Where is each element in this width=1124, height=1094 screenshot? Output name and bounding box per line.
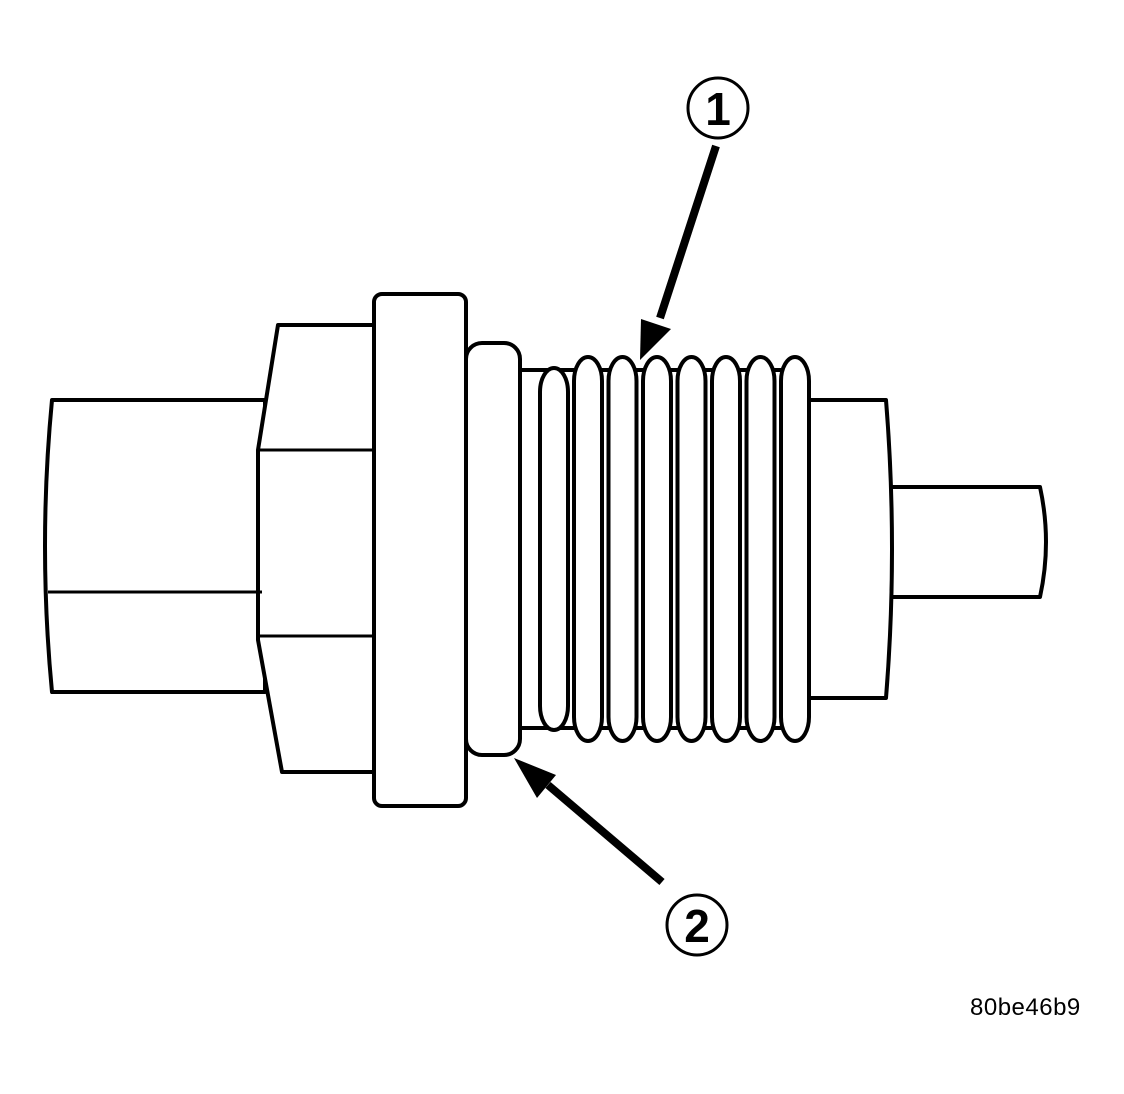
- thread-ridge: [675, 355, 708, 743]
- thread-ridge: [538, 366, 570, 732]
- thread-ridge: [641, 355, 673, 743]
- connector-body: [43, 398, 267, 694]
- callout-1-circle: [686, 76, 750, 140]
- probe-body: [788, 398, 894, 700]
- figure-id: 80be46b9: [970, 994, 1081, 1021]
- thread-ridge: [710, 355, 742, 743]
- callout-2-circle: [665, 893, 729, 957]
- flange: [372, 292, 468, 808]
- thread-ridge: [572, 355, 604, 743]
- thread-ridge: [779, 355, 811, 743]
- hex-nut: [48, 323, 380, 774]
- threads: [538, 355, 811, 743]
- callout-2-label: 2: [684, 900, 710, 952]
- thread-ridge: [744, 355, 777, 743]
- o-ring-gasket: [464, 341, 522, 757]
- callout-2: 2: [514, 758, 729, 957]
- callout-1-label: 1: [705, 83, 731, 135]
- callout-1: 1: [640, 76, 750, 360]
- sensor-tip: [883, 485, 1048, 599]
- thread-ridge: [606, 355, 639, 743]
